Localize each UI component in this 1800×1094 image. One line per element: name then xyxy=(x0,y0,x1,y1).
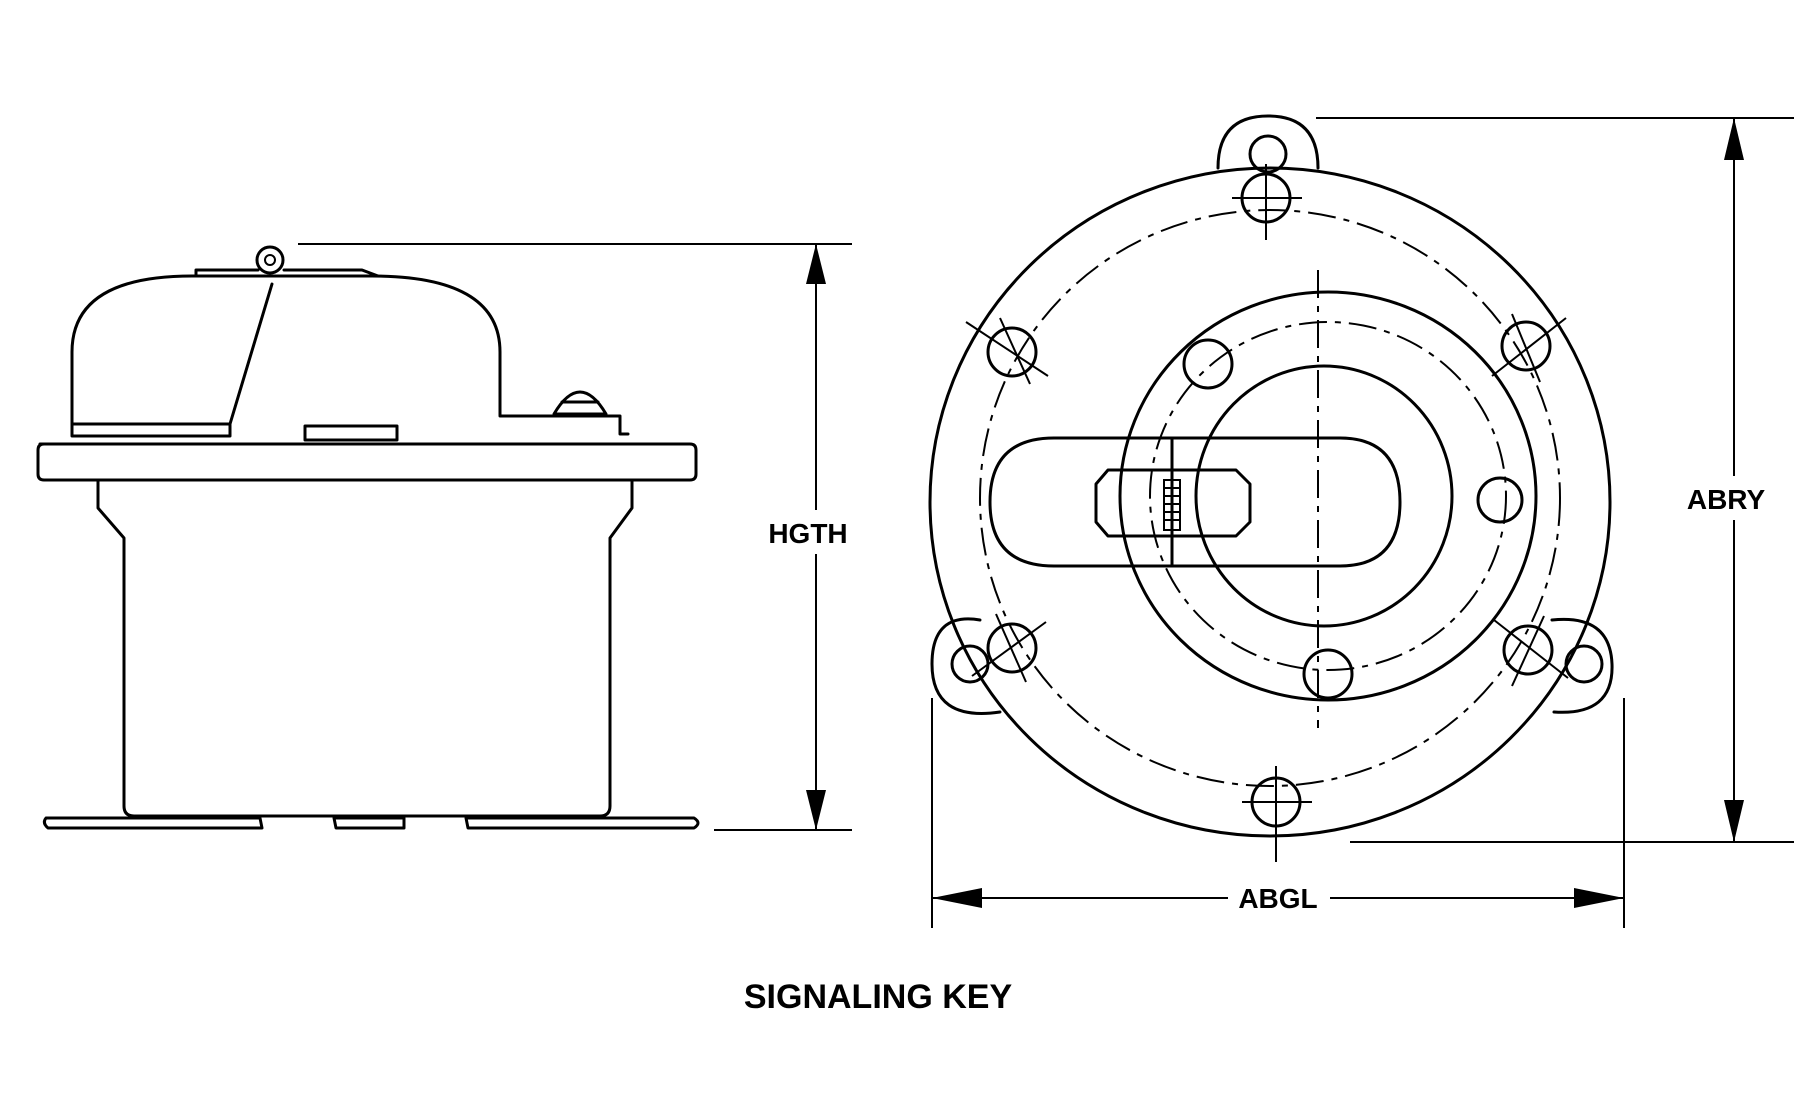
outer-flange xyxy=(928,166,1612,838)
height-arrow-top xyxy=(806,244,826,284)
flange-hole-upper-right xyxy=(1500,320,1552,372)
flange-hole-upper-right-cross-a xyxy=(1491,317,1567,377)
cover-top-step-right xyxy=(282,268,380,278)
hub-bore xyxy=(1194,364,1454,628)
foot-left xyxy=(42,816,264,830)
screw-head xyxy=(552,390,608,416)
cover-slant-edge xyxy=(228,282,274,426)
flange-hole-upper-left-cross-a xyxy=(965,321,1049,377)
key-knob xyxy=(1094,468,1252,538)
flange-hole-lower-right-cross-b xyxy=(1511,615,1545,687)
abgl-arrow-left xyxy=(932,888,982,908)
cover-top-step xyxy=(194,268,260,278)
abry-dimension: ABRY xyxy=(1316,117,1794,843)
foot-right xyxy=(464,816,700,830)
front-view xyxy=(928,114,1614,862)
height-arrow-bottom xyxy=(806,790,826,830)
lug-right xyxy=(1550,617,1614,714)
abgl-arrow-right xyxy=(1574,888,1624,908)
flange-hole-upper-left xyxy=(986,326,1038,378)
housing-body xyxy=(96,478,634,818)
flange-hole-upper-right-cross-b xyxy=(1511,313,1541,383)
base-slot xyxy=(303,424,399,442)
abry-arrow-bottom xyxy=(1724,800,1744,842)
foot-middle xyxy=(332,816,406,830)
hub-hole-bottom xyxy=(1302,648,1354,700)
flange-hole-lower-left-cross-b xyxy=(995,613,1027,683)
cover-bottom-lip xyxy=(70,422,232,438)
height-dimension: HGTH xyxy=(298,243,852,831)
height-label: HGTH xyxy=(768,518,847,549)
flange-hole-lower-left xyxy=(986,622,1038,674)
hub-bolt-circle xyxy=(1149,321,1507,671)
lug-top-hole xyxy=(1248,134,1288,174)
base-plate xyxy=(36,442,698,482)
bolt-circle xyxy=(979,209,1561,787)
lug-top xyxy=(1216,114,1320,170)
flange-hole-upper-left-cross-b xyxy=(999,317,1031,385)
key-lever xyxy=(988,436,1402,568)
hub-hole-upper xyxy=(1182,338,1234,390)
eyelet-hole xyxy=(264,254,276,266)
lug-right-hole xyxy=(1564,644,1604,684)
abgl-dimension: ABGL xyxy=(931,698,1625,928)
eyelet-ring xyxy=(255,245,285,275)
lug-left xyxy=(930,617,1002,715)
base-step-right xyxy=(528,414,630,436)
abry-label: ABRY xyxy=(1687,484,1766,515)
flange-hole-lower-right xyxy=(1502,624,1554,676)
flange-hole-lower-left-cross-a xyxy=(971,621,1047,677)
cover-dome xyxy=(70,274,532,426)
flange-hole-lower-right-cross-a xyxy=(1493,619,1569,679)
abry-arrow-top xyxy=(1724,118,1744,160)
drawing-caption: SIGNALING KEY xyxy=(744,978,1013,1016)
hub-hole-right xyxy=(1476,476,1524,524)
hub-outer-ring xyxy=(1118,290,1538,702)
abgl-label: ABGL xyxy=(1238,883,1317,914)
lug-left-hole xyxy=(950,644,990,684)
side-view xyxy=(36,245,700,830)
